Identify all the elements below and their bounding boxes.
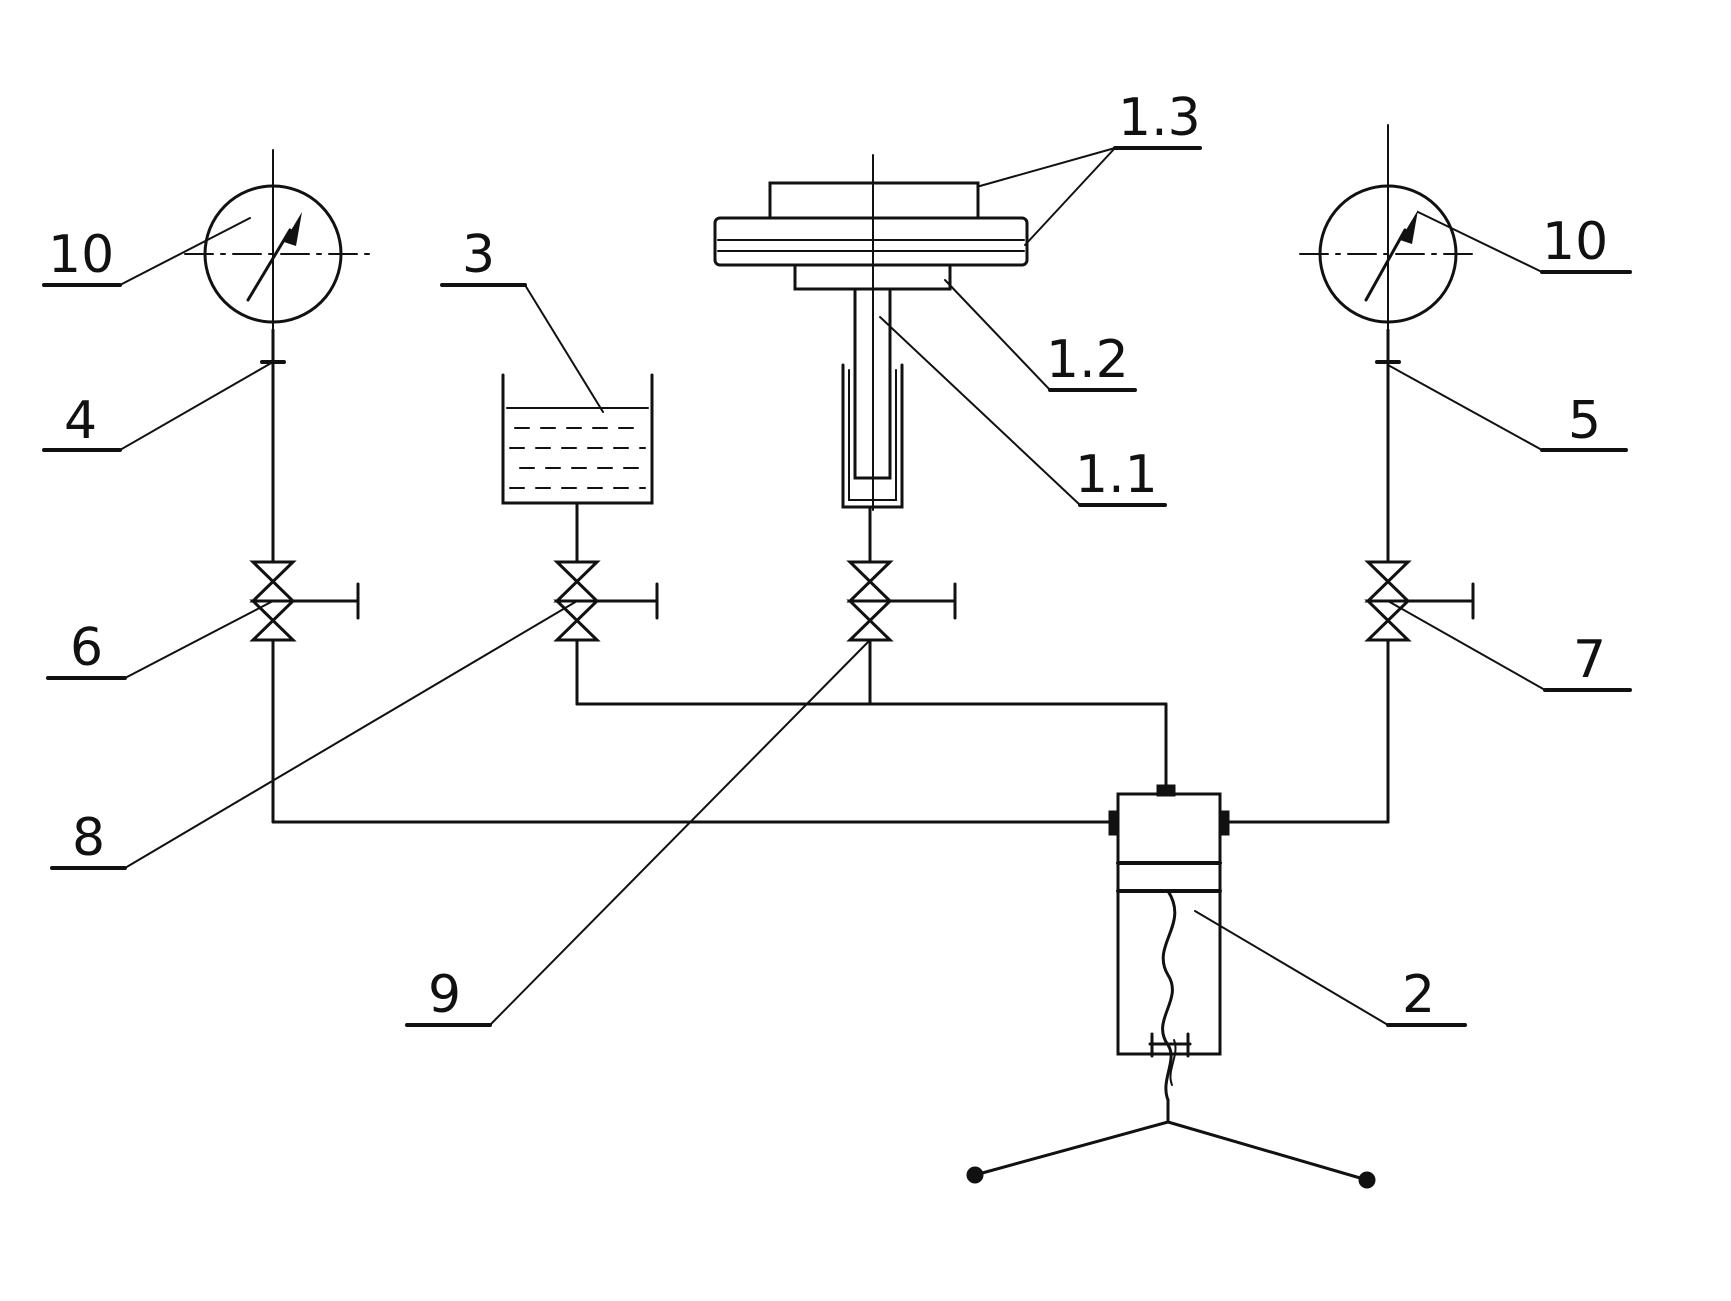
piping xyxy=(271,328,1390,824)
pressure-gauge-right xyxy=(1299,124,1477,364)
label-specimen-holder: 1.2 xyxy=(1046,330,1129,390)
pressure-gauge-left xyxy=(184,149,371,364)
label-reservoir: 3 xyxy=(462,225,495,285)
label-gauge-right: 10 xyxy=(1542,212,1608,272)
hand-pump xyxy=(966,784,1376,1189)
valve-8 xyxy=(553,560,659,642)
labels: 10 10 4 5 6 7 8 9 3 2 1.1 1.2 1.3 xyxy=(48,88,1608,1025)
label-gauge-left: 10 xyxy=(48,225,114,285)
label-specimen-plates: 1.3 xyxy=(1118,88,1201,148)
reservoir-tank xyxy=(501,373,654,505)
valve-6 xyxy=(249,560,360,642)
label-fitting-right: 5 xyxy=(1568,391,1601,451)
label-pump: 2 xyxy=(1402,965,1435,1025)
label-underlines xyxy=(42,146,1632,1027)
label-valve-9: 9 xyxy=(428,965,461,1025)
label-valve-6: 6 xyxy=(70,618,103,678)
liquid-level-hatch xyxy=(509,427,646,489)
label-valve-8: 8 xyxy=(72,808,105,868)
label-valve-7: 7 xyxy=(1573,630,1606,690)
specimen-assembly xyxy=(713,154,1029,511)
valve-9 xyxy=(846,560,957,642)
label-specimen-tube: 1.1 xyxy=(1075,445,1158,505)
valve-7 xyxy=(1364,560,1475,642)
leader-lines xyxy=(119,147,1546,1026)
label-fitting-left: 4 xyxy=(64,391,97,451)
